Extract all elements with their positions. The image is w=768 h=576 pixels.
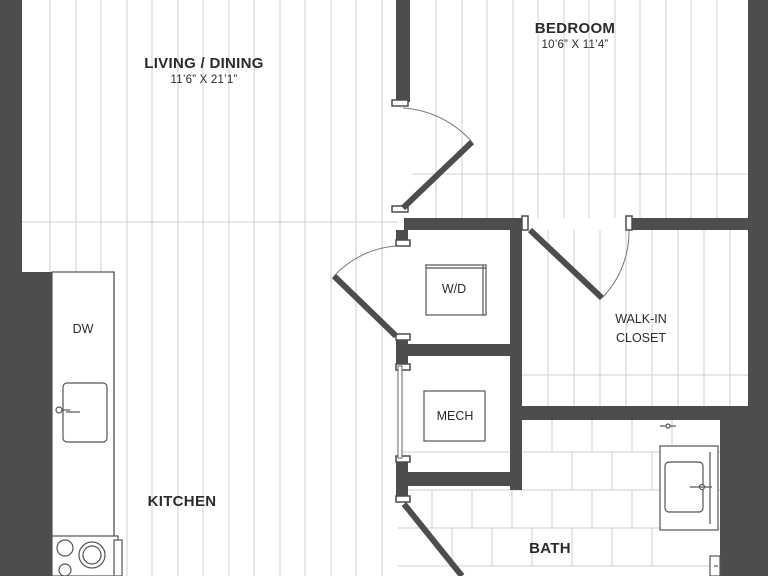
bath-name: BATH	[529, 540, 571, 557]
bath-left-wall	[396, 486, 408, 498]
dishwasher-label: DW	[72, 322, 94, 336]
cooktop	[51, 535, 123, 576]
kitchen-name: KITCHEN	[147, 493, 217, 510]
exterior-wall-left	[0, 0, 22, 576]
mechanical-unit	[423, 390, 486, 442]
bedroom-wall-bottom-left	[404, 218, 522, 230]
living-dining-dimensions: 11’6” X 21’1”	[170, 74, 238, 86]
laundry-door	[331, 245, 399, 339]
bath-label: BATH	[529, 540, 571, 557]
bedroom-wall-left	[396, 0, 410, 102]
washer-dryer-label: W/D	[441, 282, 467, 296]
bedroom-wall-bottom-right	[632, 218, 748, 230]
mech-left-wall-upper	[396, 340, 408, 364]
door-jambs	[391, 99, 633, 503]
bath-wall-right	[720, 406, 768, 576]
kitchen-wall-left	[22, 272, 52, 576]
closet-floor-pattern	[522, 230, 748, 406]
living-floor-pattern	[22, 0, 398, 576]
mech-bottom-wall	[396, 472, 522, 486]
closet-door	[527, 227, 630, 301]
closet-bottom-wall	[510, 406, 748, 420]
mech-left-wall-lower	[396, 460, 408, 486]
living-dining-name: LIVING / DINING	[144, 55, 264, 72]
bath-tub-edge	[709, 555, 721, 576]
walk-in-closet-line2: CLOSET	[615, 331, 666, 345]
laundry-bottom-wall	[396, 344, 522, 356]
laundry-right-wall	[510, 230, 522, 490]
bedroom-label: BEDROOM 10’6” X 11’4”	[535, 20, 615, 51]
kitchen-label: KITCHEN	[148, 493, 217, 510]
bedroom-door	[400, 107, 475, 211]
walk-in-closet-line1: WALK-IN	[615, 312, 667, 326]
bath-door	[401, 502, 465, 576]
bedroom-floor-pattern	[412, 0, 748, 218]
kitchen-sink	[55, 382, 108, 443]
bedroom-dimensions: 10’6” X 11’4”	[541, 39, 609, 51]
living-dining-label: LIVING / DINING 11’6” X 21’1”	[144, 55, 264, 86]
mech-door	[397, 365, 403, 459]
bedroom-name: BEDROOM	[534, 20, 616, 37]
washer-dryer	[425, 264, 487, 316]
exterior-wall-right	[748, 0, 768, 420]
mechanical-label: MECH	[436, 409, 474, 423]
walk-in-closet-label: WALK-IN CLOSET	[615, 310, 667, 348]
bath-vanity	[659, 423, 719, 531]
